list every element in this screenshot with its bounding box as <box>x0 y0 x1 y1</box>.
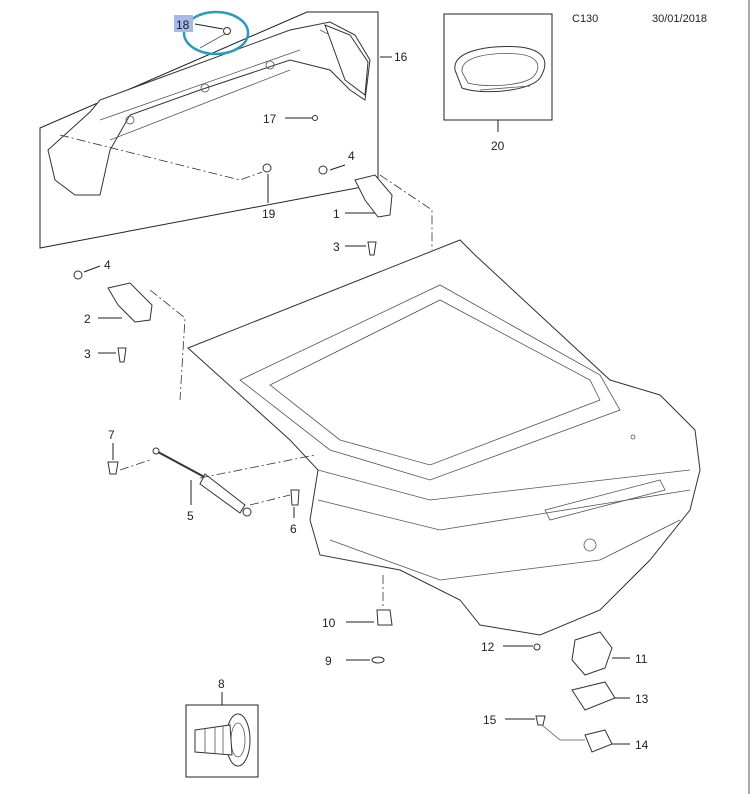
part-2-hinge-left[interactable] <box>107 282 153 323</box>
part-12-bolt[interactable] <box>533 643 541 651</box>
callout-4b[interactable]: 4 <box>104 258 111 272</box>
part-8-box <box>185 704 259 778</box>
callout-11[interactable]: 11 <box>635 652 648 666</box>
highlight-label-box <box>174 15 193 32</box>
callout-2[interactable]: 2 <box>84 312 91 326</box>
callout-1[interactable]: 1 <box>333 207 340 221</box>
part-3-bolt-right[interactable] <box>367 241 377 256</box>
callout-14[interactable]: 14 <box>635 738 649 752</box>
diagram-date: 30/01/2018 <box>652 13 707 25</box>
part-19-nut[interactable] <box>262 163 272 173</box>
callout-19[interactable]: 19 <box>262 207 276 221</box>
diagram-code: C130 <box>572 13 598 25</box>
part-15-screw[interactable] <box>535 715 546 726</box>
part-14-bracket[interactable] <box>584 729 613 753</box>
callout-8[interactable]: 8 <box>218 677 225 691</box>
part-4-bolt-right[interactable] <box>318 165 328 175</box>
part-10-switch[interactable] <box>376 609 393 626</box>
callout-13[interactable]: 13 <box>635 692 649 706</box>
callout-17[interactable]: 17 <box>263 112 277 126</box>
tailgate-panel <box>187 239 701 636</box>
part-4-bolt-left[interactable] <box>73 270 83 280</box>
callout-7[interactable]: 7 <box>108 428 115 442</box>
callout-3a[interactable]: 3 <box>333 240 340 254</box>
callout-3b[interactable]: 3 <box>84 347 91 361</box>
part-6-ball-stud[interactable] <box>290 489 300 506</box>
trim-panel-group-box <box>39 11 379 249</box>
part-13-handle[interactable] <box>571 681 616 711</box>
part-9-seal[interactable] <box>371 656 385 664</box>
callout-4a[interactable]: 4 <box>348 149 355 163</box>
part-18-clip[interactable] <box>194 23 231 49</box>
part-16-trim-panel[interactable] <box>47 21 371 196</box>
part-8-bumper[interactable] <box>194 713 251 767</box>
callout-6[interactable]: 6 <box>290 522 297 536</box>
part-5-gas-strut[interactable] <box>152 447 252 517</box>
callout-18[interactable]: 18 <box>176 18 190 32</box>
callout-15[interactable]: 15 <box>483 713 497 727</box>
part-1-hinge-right[interactable] <box>354 174 393 218</box>
part-17-screw[interactable] <box>312 115 318 121</box>
callout-12[interactable]: 12 <box>481 640 495 654</box>
callout-10[interactable]: 10 <box>322 616 336 630</box>
part-20-cover[interactable] <box>454 46 546 93</box>
highlight-circle <box>182 10 250 56</box>
callout-9[interactable]: 9 <box>325 654 332 668</box>
callout-5[interactable]: 5 <box>187 509 194 523</box>
part-3-bolt-left[interactable] <box>117 347 127 363</box>
callout-16[interactable]: 16 <box>394 50 408 64</box>
part-7-clip[interactable] <box>107 461 119 475</box>
callout-20[interactable]: 20 <box>491 139 505 153</box>
part-11-latch[interactable] <box>571 631 613 676</box>
